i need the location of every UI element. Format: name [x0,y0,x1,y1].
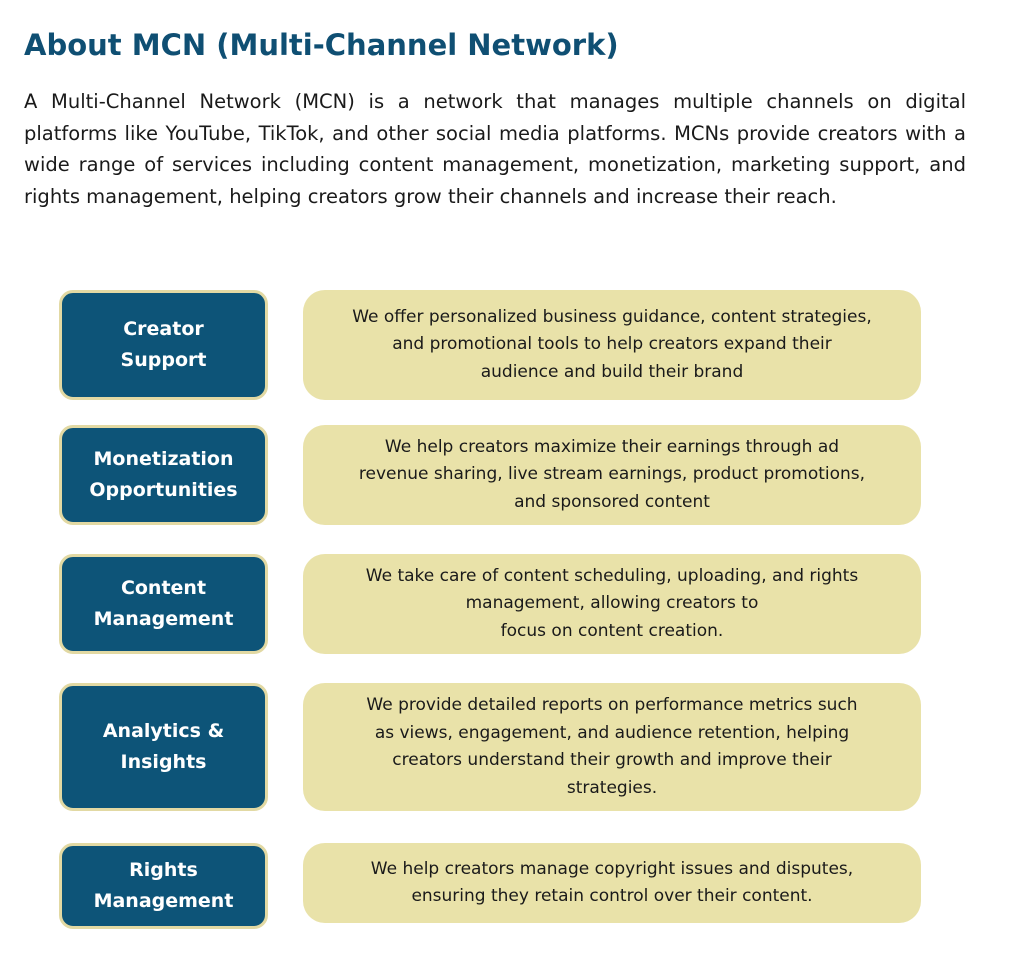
service-label-line: Analytics & [102,720,225,742]
service-label-creator-support: Creator Support [59,290,268,400]
service-description-line: strategies. [566,777,658,798]
service-label-line: Management [93,890,234,912]
service-label-analytics-insights: Analytics & Insights [59,683,268,811]
service-description-line: We help creators manage copyright issues… [370,858,854,879]
service-description-line: We offer personalized business guidance,… [352,306,872,327]
service-description-line: management, allowing creators to [465,593,759,614]
service-description-content-management: We take care of content scheduling, uplo… [303,554,921,654]
service-label-line: Insights [120,751,207,773]
page-title: About MCN (Multi-Channel Network) [24,28,619,62]
service-description-line: and promotional tools to help creators e… [392,334,832,355]
service-description-line: ensuring they retain control over their … [411,886,813,906]
service-description-monetization-opportunities: We help creators maximize their earnings… [303,425,921,525]
service-description-line: creators understand their growth and imp… [392,750,832,770]
service-description-line: as views, engagement, and audience reten… [374,722,850,743]
service-description-line: audience and build their brand [480,361,744,382]
service-label-line: Rights [129,859,198,881]
service-description-line: revenue sharing, live stream earnings, p… [358,464,866,485]
service-label-line: Support [120,349,207,371]
service-label-line: Management [93,608,234,630]
service-description-creator-support: We offer personalized business guidance,… [303,290,921,400]
service-label-line: Monetization [93,448,234,470]
service-description-line: We take care of content scheduling, uplo… [365,565,859,586]
service-label-line: Content [120,577,207,599]
service-label-rights-management: Rights Management [59,843,268,929]
service-description-analytics-insights: We provide detailed reports on performan… [303,683,921,811]
service-label-line: Creator [123,318,204,340]
service-description-rights-management: We help creators manage copyright issues… [303,843,921,923]
service-description-line: We provide detailed reports on performan… [366,695,858,715]
service-description-line: and sponsored content [514,491,710,512]
service-description-line: We help creators maximize their earnings… [384,436,840,457]
service-label-line: Opportunities [89,479,238,501]
service-label-content-management: Content Management [59,554,268,654]
service-label-monetization-opportunities: Monetization Opportunities [59,425,268,525]
service-description-line: focus on content creation. [500,620,724,641]
intro-paragraph: A Multi-Channel Network (MCN) is a netwo… [24,90,966,208]
